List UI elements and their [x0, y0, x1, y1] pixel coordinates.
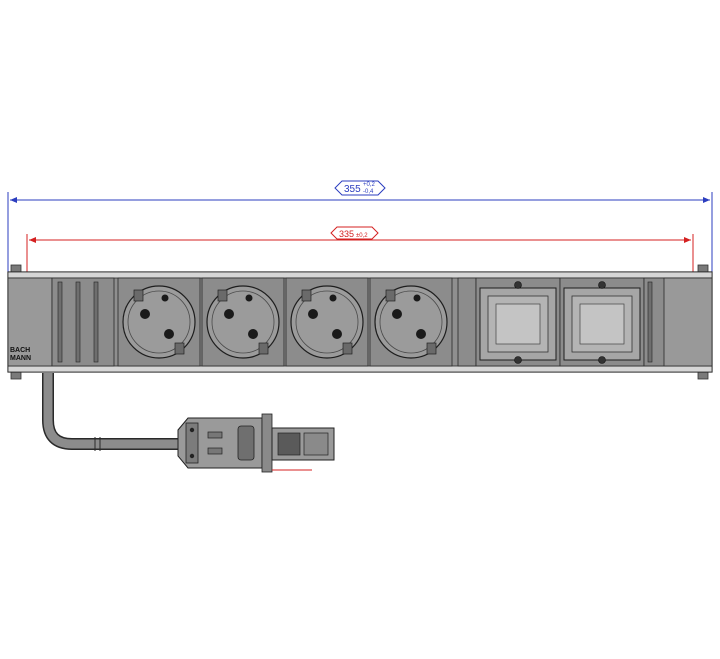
grip-ribs-left [51, 277, 115, 367]
grip-ribs-right [643, 277, 713, 367]
dimension-overall: 355 +0,2 -0,4 [7, 180, 713, 272]
cable-connector [177, 413, 335, 473]
brand-line-1: BACH [10, 347, 30, 354]
power-strip: BACH MANN [7, 264, 713, 380]
dimension-inner-tol: ±0,2 [356, 233, 368, 239]
module-frame-1 [475, 277, 561, 367]
dimension-overall-tol-upper: +0,2 [363, 182, 376, 188]
socket-4 [369, 277, 453, 367]
data-modules [475, 277, 645, 367]
module-frame-2 [559, 277, 645, 367]
schuko-sockets [117, 277, 453, 367]
dimension-overall-tol-lower: -0,4 [363, 189, 374, 195]
dimension-inner: 335 ±0,2 [26, 226, 694, 272]
dimension-inner-nominal: 335 [339, 229, 354, 239]
power-cable [42, 373, 180, 451]
dimension-overall-nominal: 355 [344, 184, 361, 195]
socket-3 [285, 277, 369, 367]
brand-line-2: MANN [10, 355, 31, 362]
divider-block [457, 277, 477, 367]
socket-1 [117, 277, 201, 367]
socket-2 [201, 277, 285, 367]
